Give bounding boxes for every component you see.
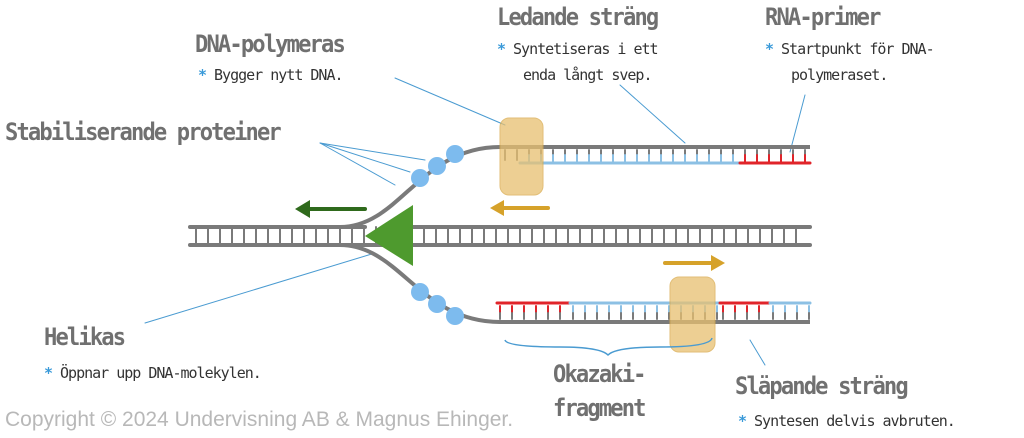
- dna-polymerase-lagging: [669, 276, 716, 353]
- note-text: Startpunkt för DNA-: [781, 40, 935, 58]
- lagging-strand-title: Släpande sträng: [735, 372, 909, 400]
- dna-polymerase-title: DNA-polymeras: [195, 30, 346, 58]
- stabilizing-protein: [446, 307, 464, 325]
- bullet-icon: *: [738, 412, 747, 430]
- arrow-head-icon: [711, 255, 725, 271]
- stabilizing-protein: [428, 295, 446, 313]
- leader-line: [319, 142, 411, 173]
- okazaki-brace: [504, 337, 713, 357]
- leader-line: [319, 142, 396, 186]
- stabilizing-protein: [411, 283, 429, 301]
- note-text: Öppnar upp DNA-molekylen.: [60, 364, 262, 382]
- helicase-note: * Öppnar upp DNA-molekylen.: [44, 360, 262, 386]
- rna-primer-title: RNA-primer: [765, 3, 881, 31]
- stabilizing-protein: [428, 157, 446, 175]
- leader-line: [144, 252, 376, 324]
- leader-line: [749, 339, 766, 366]
- dna-polymerase-note: * Bygger nytt DNA.: [198, 62, 344, 88]
- bullet-icon: *: [44, 364, 53, 382]
- copyright-watermark: Copyright © 2024 Undervisning AB & Magnu…: [5, 408, 514, 431]
- stabilizing-protein: [446, 145, 464, 163]
- rna-primer-note: * Startpunkt för DNA-polymeraset.: [765, 36, 935, 88]
- dna-polymerase-leading: [499, 117, 544, 196]
- bullet-icon: *: [497, 40, 506, 58]
- leader-line: [619, 84, 686, 144]
- helicase-triangle: [365, 205, 413, 266]
- leader-line: [394, 77, 506, 126]
- note-text: Syntesen delvis avbruten.: [754, 412, 956, 430]
- okazaki-title-2: fragment: [553, 394, 646, 422]
- leading-strand-note: * Syntetiseras i ett enda långt svep.: [497, 36, 659, 88]
- bullet-icon: *: [198, 66, 207, 84]
- leader-line: [319, 142, 426, 161]
- note-text: Syntetiseras i ett: [513, 40, 659, 58]
- leading-strand-title: Ledande sträng: [497, 3, 659, 31]
- leader-line: [789, 94, 806, 153]
- okazaki-title-1: Okazaki-: [553, 360, 646, 388]
- note-text: Bygger nytt DNA.: [214, 66, 343, 84]
- helicase-title: Helikas: [44, 323, 126, 351]
- note-text: polymeraset.: [791, 66, 888, 84]
- arrow-head-icon: [295, 200, 310, 218]
- lagging-strand-note: * Syntesen delvis avbruten.: [738, 408, 956, 434]
- stabilizing-protein: [411, 169, 429, 187]
- bullet-icon: *: [765, 40, 774, 58]
- stabilizing-proteins-title: Stabiliserande proteiner: [5, 118, 282, 146]
- note-text: enda långt svep.: [523, 66, 652, 84]
- arrow-head-icon: [490, 200, 504, 216]
